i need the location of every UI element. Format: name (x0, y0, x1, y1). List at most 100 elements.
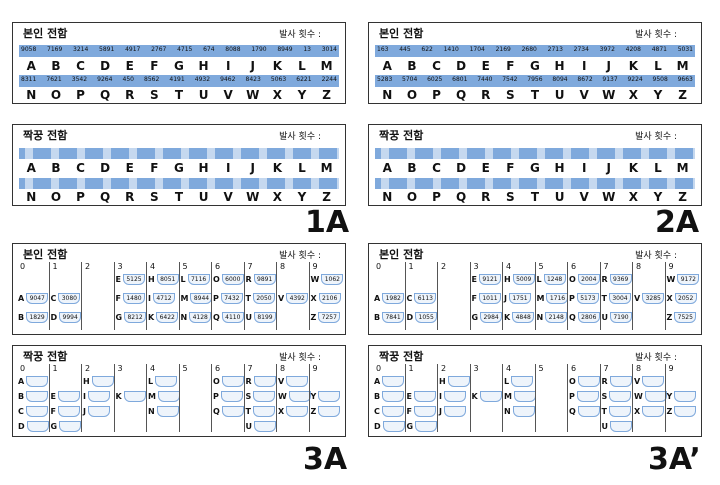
ship-icon (253, 376, 276, 387)
code-number: 7169 (47, 46, 63, 53)
letter: Y (653, 190, 663, 204)
letter: U (198, 88, 209, 102)
letter: G (174, 59, 184, 73)
code-number: 3214 (73, 46, 89, 53)
ship-letter: N (536, 313, 544, 322)
letter: N (26, 88, 37, 102)
ship-icon (25, 406, 48, 417)
ship-letter: W (666, 275, 676, 284)
ship-entry: I (83, 391, 110, 402)
ship-letter: Q (213, 407, 220, 416)
ship-icon: 8944 (190, 293, 213, 304)
ship-icon: 6000 (221, 274, 244, 285)
column-number: 0 (20, 364, 26, 373)
ship-letter: E (471, 275, 477, 284)
letter: X (272, 88, 283, 102)
column-number: 6 (215, 262, 221, 271)
ship-letter: E (406, 392, 412, 401)
ship-entry: V (634, 376, 665, 387)
ship-letter: F (115, 294, 121, 303)
ship-letter: M (148, 392, 156, 401)
ship-icon: 5125 (122, 274, 145, 285)
ship-letter: W (278, 392, 287, 401)
shots-label: 발사 횟수 : (635, 30, 677, 40)
ship-icon (382, 421, 405, 432)
ship-letter: D (406, 313, 414, 322)
column-number: 8 (636, 364, 642, 373)
letter: Q (456, 190, 467, 204)
ship-icon (157, 391, 180, 402)
ship-letter: C (406, 294, 413, 303)
ship-icon (642, 406, 665, 417)
ship-letter: M (504, 392, 512, 401)
ship-letter: V (634, 377, 641, 386)
ship-icon: 4110 (221, 312, 244, 323)
ship-letter: J (439, 407, 442, 416)
ship-letter: G (471, 313, 479, 322)
column-number: 1 (52, 364, 58, 373)
letter: L (654, 59, 662, 73)
ship-letter: T (245, 407, 251, 416)
code-number: 8094 (552, 76, 568, 83)
letter: L (654, 161, 662, 175)
ship-entry: C (374, 406, 404, 417)
code-number: 7542 (502, 76, 518, 83)
letter: M (320, 59, 333, 73)
letter: U (198, 190, 209, 204)
ship-band (19, 145, 339, 159)
letter: F (506, 59, 515, 73)
ship-letter: G (50, 422, 58, 431)
ship-entry: X (278, 406, 309, 417)
ship-letter: S (245, 392, 252, 401)
ship-icon (479, 391, 502, 402)
column-number: 9 (668, 262, 674, 271)
ship-letter: R (601, 275, 608, 284)
letter: T (530, 190, 540, 204)
column-number: 8 (280, 262, 286, 271)
code-number: 8088 (225, 46, 241, 53)
ship-icon: 7257 (318, 312, 341, 323)
letter: N (382, 88, 393, 102)
ship-entry: U (602, 421, 632, 432)
ship-letter: D (374, 422, 381, 431)
ship-icon (415, 421, 438, 432)
letter: D (100, 161, 111, 175)
ship-icon: 8212 (124, 312, 147, 323)
ship-letter: B (18, 313, 25, 322)
letter: Q (100, 88, 111, 102)
ship-letter: N (180, 313, 188, 322)
letter: K (272, 59, 283, 73)
ship-entry: B (374, 391, 405, 402)
ship-icon: 7190 (610, 312, 632, 323)
letter: S (150, 88, 159, 102)
ship-entry: Z (667, 406, 697, 417)
ship-letter: R (245, 275, 252, 284)
ship-letter: Q (569, 313, 576, 322)
letter: T (174, 88, 184, 102)
ship-icon (156, 406, 179, 417)
code-number: 450 (122, 76, 134, 83)
ship-entry: U (246, 421, 276, 432)
letter: J (250, 161, 256, 175)
ship-icon (59, 421, 82, 432)
letter: V (579, 190, 589, 204)
column-number: 6 (571, 364, 577, 373)
ship-letter: I (148, 294, 151, 303)
ship-entry: Q (569, 406, 600, 417)
letter: S (506, 190, 515, 204)
